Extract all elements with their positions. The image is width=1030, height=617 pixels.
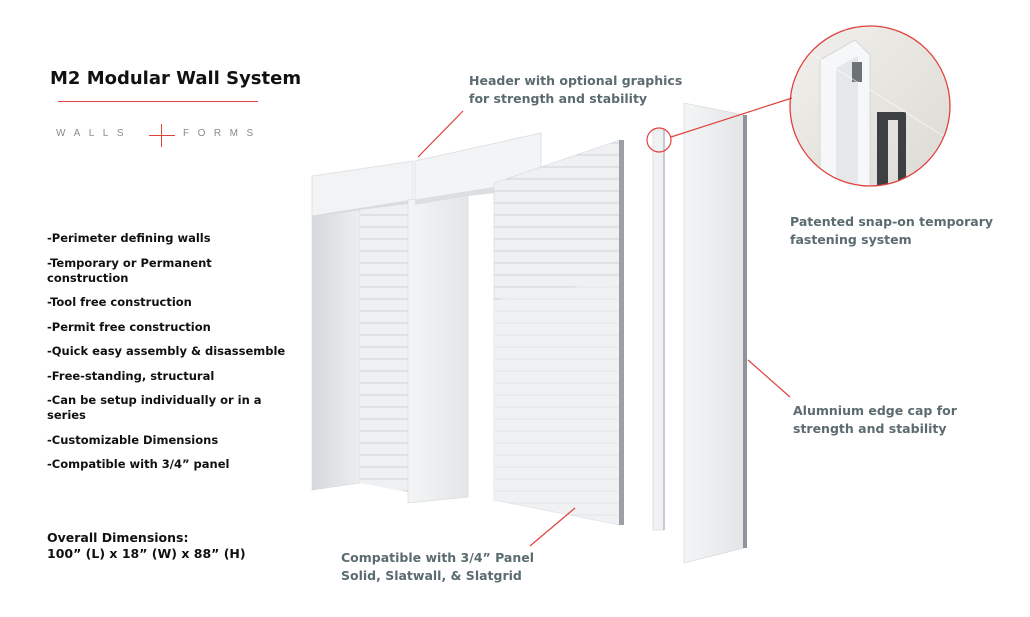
title-divider — [58, 101, 258, 102]
callout-panel: Compatible with 3/4” Panel Solid, Slatwa… — [341, 549, 534, 585]
callout-header: Header with optional graphics for streng… — [469, 72, 682, 108]
snap-fastener-detail — [789, 25, 951, 187]
wall-unit-slatwall — [493, 139, 624, 526]
feature-item: -Can be setup individually or in a serie… — [47, 393, 262, 422]
callout-edge-cap-line1: Alumnium edge cap for — [793, 403, 957, 418]
leader-snap — [670, 97, 793, 138]
page-title: M2 Modular Wall System — [50, 68, 302, 89]
brand-left-word: WALLS — [56, 128, 133, 139]
callout-snap-line1: Patented snap-on temporary — [790, 214, 994, 229]
wall-unit-right-panel — [683, 102, 747, 564]
feature-item: -Permit free construction — [47, 319, 211, 334]
brand-logo: WALLS FORMS — [52, 124, 280, 147]
callout-edge-cap: Alumnium edge cap for strength and stabi… — [793, 402, 957, 438]
leader-header — [417, 110, 464, 158]
callout-panel-line2: Solid, Slatwall, & Slatgrid — [341, 568, 522, 583]
brand-right-word: FORMS — [183, 128, 262, 139]
callout-panel-line1: Compatible with 3/4” Panel — [341, 550, 534, 565]
leader-edge-cap — [747, 359, 791, 398]
feature-list: -Perimeter defining walls -Temporary or … — [47, 231, 297, 482]
feature-item: -Tool free construction — [47, 295, 192, 309]
callout-edge-cap-line2: strength and stability — [793, 421, 947, 436]
leader-panel — [529, 507, 576, 547]
feature-item: -Compatible with 3/4” panel — [47, 457, 230, 471]
leader-circle-small — [646, 127, 672, 153]
callout-header-line2: for strength and stability — [469, 91, 648, 106]
brand-plus-bar — [149, 135, 175, 136]
dimensions-label: Overall Dimensions: — [47, 530, 189, 545]
wall-unit-left — [311, 132, 542, 504]
feature-item: -Quick easy assembly & disassemble — [47, 344, 286, 358]
callout-snap: Patented snap-on temporary fastening sys… — [790, 213, 993, 249]
callout-header-line1: Header with optional graphics — [469, 73, 683, 88]
callout-snap-line2: fastening system — [790, 232, 912, 247]
feature-item: -Free-standing, structural — [47, 368, 215, 383]
dimensions-value: 100” (L) x 18” (W) x 88” (H) — [47, 546, 246, 561]
leader-lines — [417, 97, 793, 547]
feature-item: -Temporary or Permanent construction — [47, 255, 212, 285]
feature-item: -Customizable Dimensions — [47, 432, 219, 447]
feature-item: -Perimeter defining walls — [47, 231, 211, 245]
edge-cap-post — [652, 129, 665, 531]
